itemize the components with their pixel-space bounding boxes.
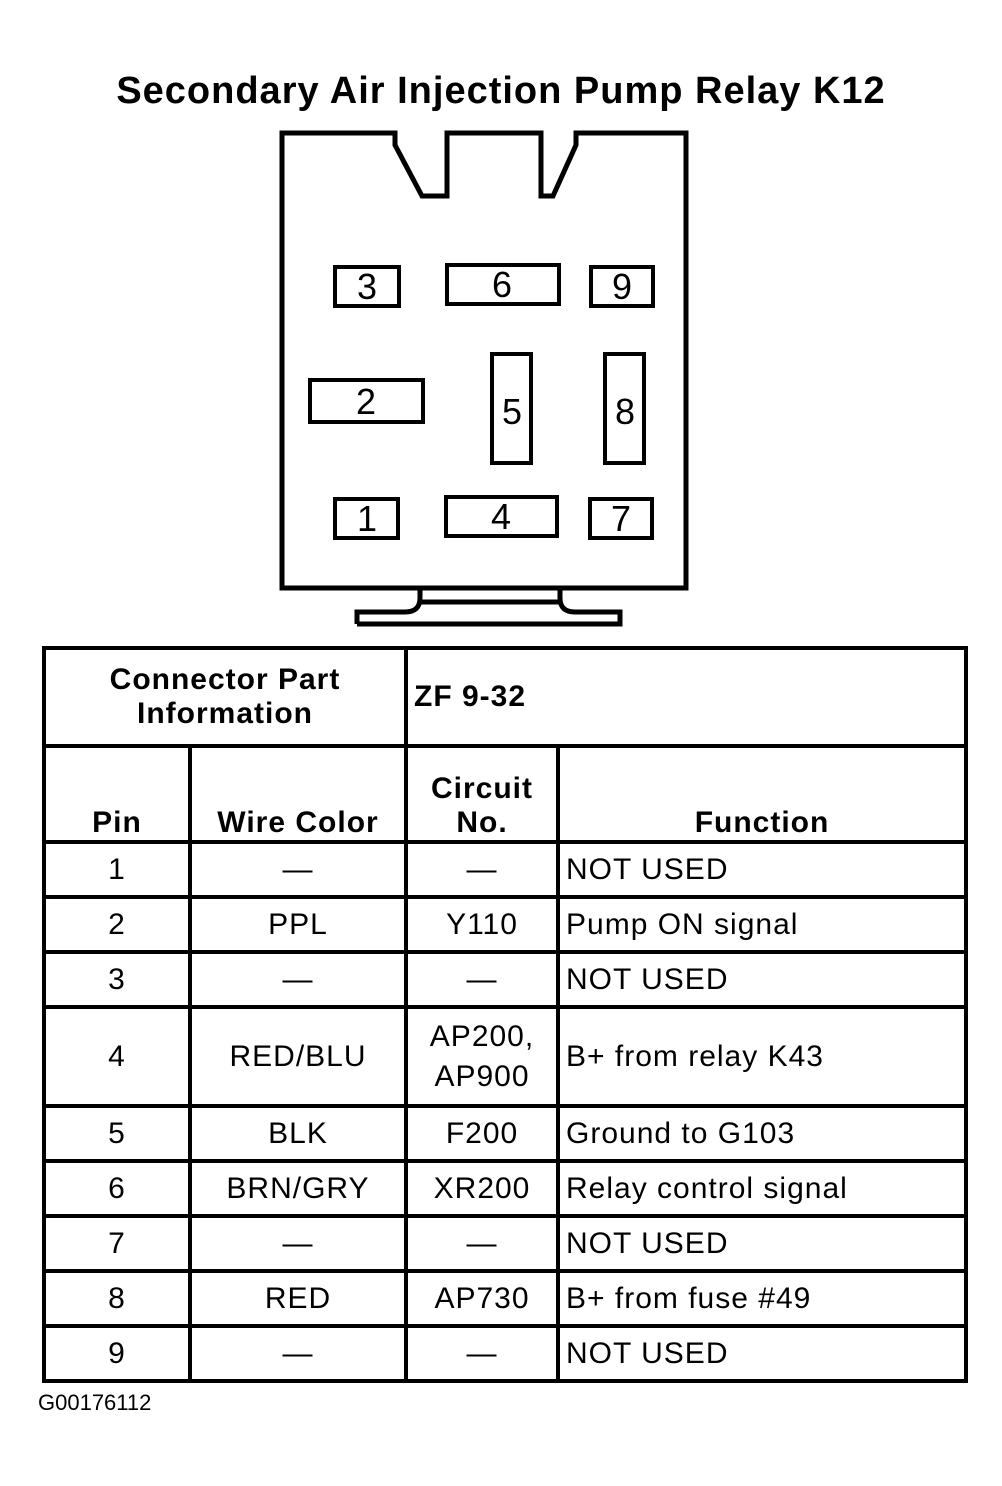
wire-color-cell: — xyxy=(187,950,409,1009)
circuit-cell: F200 xyxy=(404,1104,561,1163)
function-cell: NOT USED xyxy=(556,840,969,899)
pin-number-3: 3 xyxy=(357,266,377,307)
pin-number-4: 4 xyxy=(491,496,511,537)
header-circuit: Circuit No. xyxy=(404,744,561,844)
pin-number-2: 2 xyxy=(356,381,376,422)
table-row: 9 — — NOT USED xyxy=(42,1324,969,1383)
circuit-cell: — xyxy=(404,840,561,899)
function-cell: Ground to G103 xyxy=(556,1104,969,1163)
pin-cavity-7 xyxy=(588,497,654,540)
pin-cavity-8 xyxy=(603,352,646,465)
connector-latch xyxy=(354,590,623,627)
part-info-label: Connector Part Information xyxy=(41,646,409,748)
table-row: 5 BLK F200 Ground to G103 xyxy=(42,1104,969,1163)
header-function: Function xyxy=(556,744,969,844)
function-cell: Pump ON signal xyxy=(556,895,969,954)
figure-code: G00176112 xyxy=(38,1390,152,1415)
function-cell: NOT USED xyxy=(556,1324,969,1383)
wire-color-cell: RED/BLU xyxy=(187,1005,409,1108)
pin-cavity-1 xyxy=(333,497,400,540)
pin-number-7: 7 xyxy=(611,498,631,539)
table-row: 1 — — NOT USED xyxy=(42,840,969,899)
diagram-title: Secondary Air Injection Pump Relay K12 xyxy=(116,70,886,112)
pin-cavity-6 xyxy=(445,263,561,306)
wire-color-cell: — xyxy=(187,840,409,899)
pin-number-9: 9 xyxy=(612,266,632,307)
header-row: Pin Wire Color Circuit No. Function xyxy=(42,744,969,844)
pin-cavity-3 xyxy=(333,265,401,308)
pin-number-6: 6 xyxy=(492,264,512,305)
circuit-cell: Y110 xyxy=(404,895,561,954)
function-cell: NOT USED xyxy=(556,1214,969,1273)
pin-cavity-4 xyxy=(444,495,559,538)
pin-cell: 1 xyxy=(42,840,192,899)
circuit-cell: — xyxy=(404,1324,561,1383)
wire-color-cell: BRN/GRY xyxy=(187,1159,409,1218)
pin-cell: 6 xyxy=(42,1159,192,1218)
table-row: 7 — — NOT USED xyxy=(42,1214,969,1273)
circuit-cell: XR200 xyxy=(404,1159,561,1218)
table-row: 3 — — NOT USED xyxy=(42,950,969,1009)
function-cell: B+ from fuse #49 xyxy=(556,1269,969,1328)
connector-body-outline xyxy=(279,130,689,591)
circuit-cell: — xyxy=(404,950,561,1009)
pin-cell: 7 xyxy=(42,1214,192,1273)
pin-cavity-9 xyxy=(589,265,655,308)
function-cell: B+ from relay K43 xyxy=(556,1005,969,1108)
function-cell: Relay control signal xyxy=(556,1159,969,1218)
header-wire-color: Wire Color xyxy=(187,744,409,844)
pin-cavity-2 xyxy=(308,378,425,424)
pin-cell: 8 xyxy=(42,1269,192,1328)
wire-color-cell: — xyxy=(187,1324,409,1383)
header-pin: Pin xyxy=(42,744,192,844)
connector-pinout-table: Connector Part Information ZF 9-32 Pin W… xyxy=(41,646,969,1383)
pin-cavity-5 xyxy=(490,352,533,465)
table-row: 2 PPL Y110 Pump ON signal xyxy=(42,895,969,954)
wire-color-cell: — xyxy=(187,1214,409,1273)
function-cell: NOT USED xyxy=(556,950,969,1009)
pin-number-8: 8 xyxy=(615,391,635,432)
wire-color-cell: BLK xyxy=(187,1104,409,1163)
connector-face-diagram: 3 6 9 2 5 8 1 4 7 xyxy=(279,130,689,627)
part-info-row: Connector Part Information ZF 9-32 xyxy=(41,646,969,748)
pin-cell: 9 xyxy=(42,1324,192,1383)
pin-number-1: 1 xyxy=(357,498,377,539)
circuit-cell: AP730 xyxy=(404,1269,561,1328)
part-info-value: ZF 9-32 xyxy=(404,646,969,748)
table-row: 6 BRN/GRY XR200 Relay control signal xyxy=(42,1159,969,1218)
pin-number-5: 5 xyxy=(502,391,522,432)
pin-cell: 2 xyxy=(42,895,192,954)
table-row: 8 RED AP730 B+ from fuse #49 xyxy=(42,1269,969,1328)
wire-color-cell: PPL xyxy=(187,895,409,954)
wire-color-cell: RED xyxy=(187,1269,409,1328)
pin-cell: 4 xyxy=(42,1005,192,1108)
pin-cell: 5 xyxy=(42,1104,192,1163)
circuit-cell: AP200, AP900 xyxy=(404,1005,561,1108)
pin-cell: 3 xyxy=(42,950,192,1009)
table-row: 4 RED/BLU AP200, AP900 B+ from relay K43 xyxy=(42,1005,969,1108)
circuit-cell: — xyxy=(404,1214,561,1273)
